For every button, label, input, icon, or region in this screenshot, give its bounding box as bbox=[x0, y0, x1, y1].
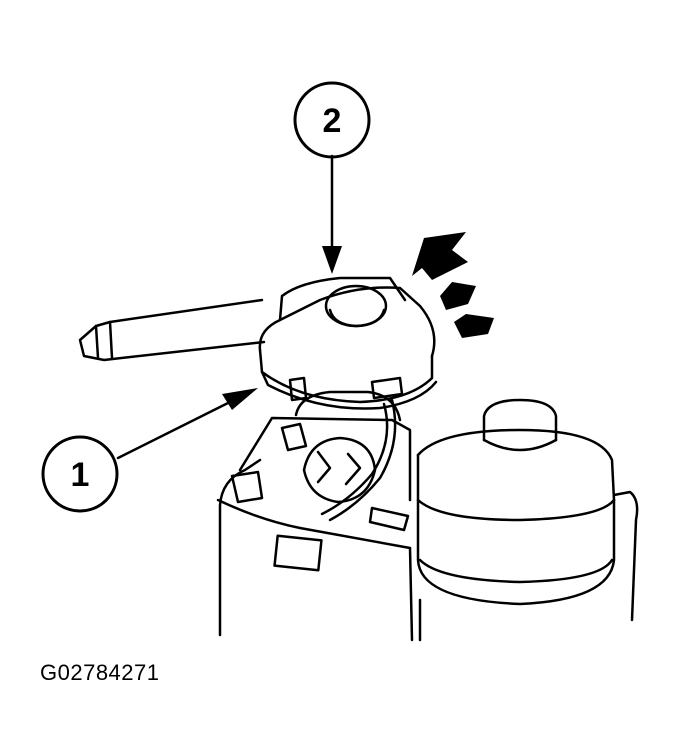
motion-arrows bbox=[412, 232, 494, 338]
callout-1-leader bbox=[116, 396, 240, 460]
callout-1-circle bbox=[41, 435, 119, 513]
column-housing bbox=[216, 390, 414, 642]
callout-1-label: 1 bbox=[71, 456, 90, 494]
callout-2-label: 2 bbox=[323, 102, 342, 140]
callout-2-arrowhead bbox=[322, 246, 342, 274]
callout-1-arrowhead bbox=[222, 388, 258, 410]
clockspring-assembly bbox=[258, 276, 438, 410]
figure-id: G02784271 bbox=[40, 660, 160, 685]
wiper-stalk bbox=[78, 298, 266, 362]
callout-2-circle bbox=[293, 81, 371, 159]
lock-cylinder-housing bbox=[416, 398, 639, 642]
